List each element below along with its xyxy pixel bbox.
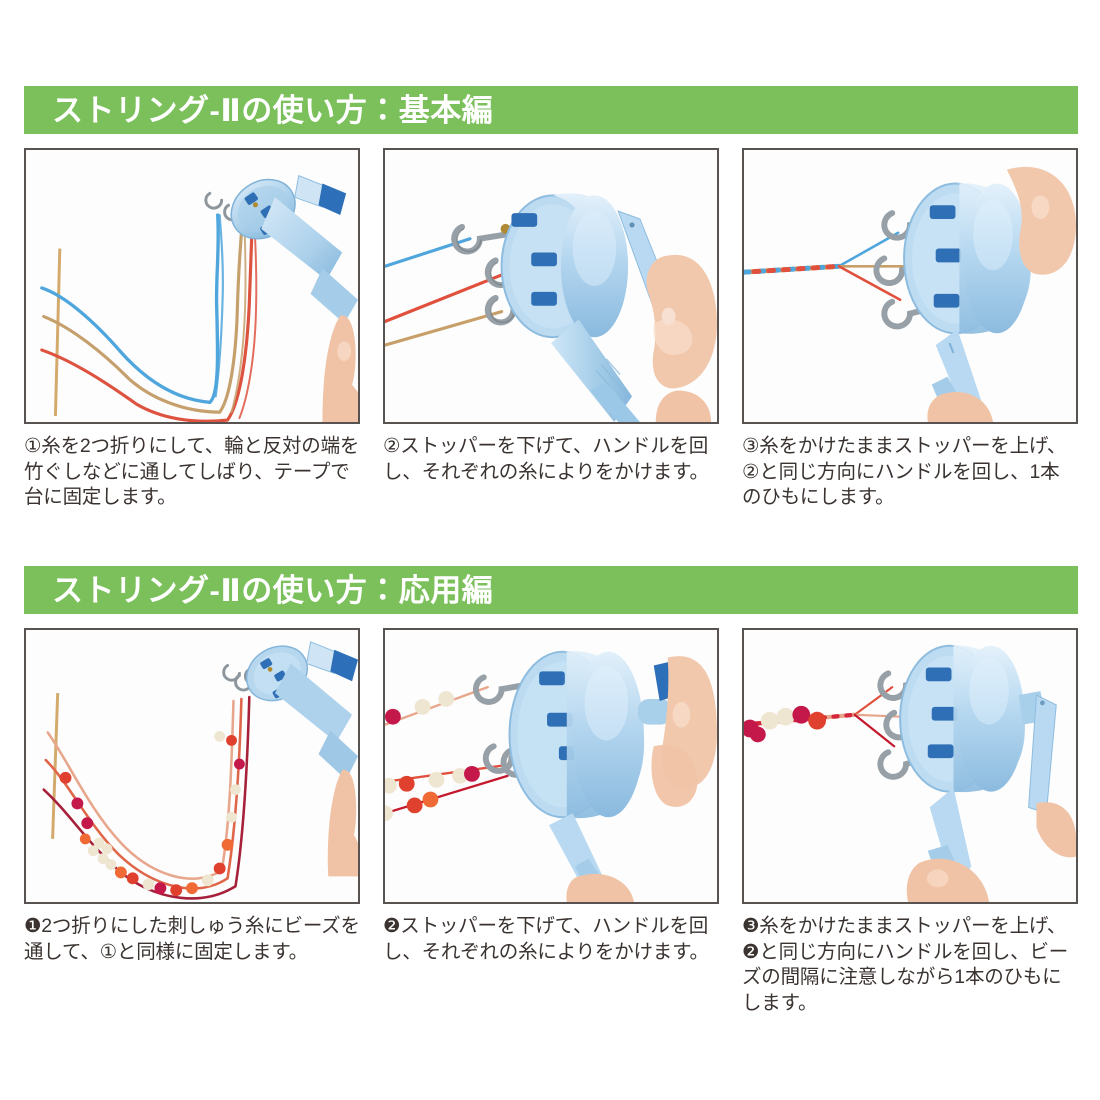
caption-applied-2: ❷ストッパーを下げて、ハンドルを回し、それぞれの糸によりをかけます。 bbox=[383, 915, 709, 963]
section-title-basic: ストリング-Ⅱの使い方：基本編 bbox=[52, 92, 494, 128]
section-title-bar-basic: ストリング-Ⅱの使い方：基本編 bbox=[24, 86, 1078, 134]
photo-applied-2 bbox=[383, 628, 719, 904]
caption-basic-2: ②ストッパーを下げて、ハンドルを回し、それぞれの糸によりをかけます。 bbox=[383, 435, 709, 483]
caption-applied-1: ❶2つ折りにした刺しゅう糸にビーズを通して、①と同様に固定します。 bbox=[24, 915, 360, 963]
panel-row-basic: ①糸を2つ折りにして、輪と反対の端を竹ぐしなどに通してしばり、テープで台に固定し… bbox=[24, 148, 1078, 511]
photo-basic-2 bbox=[383, 148, 719, 424]
section-basic: ストリング-Ⅱの使い方：基本編 bbox=[24, 86, 1078, 511]
photo-scene-threads-on-skewer bbox=[26, 150, 358, 422]
photo-applied-3 bbox=[742, 628, 1078, 904]
step-panel-applied-1: ❶2つ折りにした刺しゅう糸にビーズを通して、①と同様に固定します。 bbox=[24, 628, 360, 1017]
section-title-bar-applied: ストリング-Ⅱの使い方：応用編 bbox=[24, 566, 1078, 614]
step-panel-basic-3: ③糸をかけたままストッパーを上げ、②と同じ方向にハンドルを回し、1本のひもにしま… bbox=[742, 148, 1078, 511]
photo-scene-twisted-cord bbox=[744, 150, 1076, 422]
step-panel-basic-2: ②ストッパーを下げて、ハンドルを回し、それぞれの糸によりをかけます。 bbox=[383, 148, 719, 511]
section-title-applied: ストリング-Ⅱの使い方：応用編 bbox=[52, 572, 494, 608]
panel-row-applied: ❶2つ折りにした刺しゅう糸にビーズを通して、①と同様に固定します。 bbox=[24, 628, 1078, 1017]
photo-scene-beaded-threads-on-hooks bbox=[385, 630, 717, 902]
step-panel-applied-2: ❷ストッパーを下げて、ハンドルを回し、それぞれの糸によりをかけます。 bbox=[383, 628, 719, 1017]
step-panel-applied-3: ❸糸をかけたままストッパーを上げ、❷と同じ方向にハンドルを回し、ビーズの間隔に注… bbox=[742, 628, 1078, 1017]
photo-basic-1 bbox=[24, 148, 360, 424]
photo-scene-hooks-with-threads bbox=[385, 150, 717, 422]
caption-basic-3: ③糸をかけたままストッパーを上げ、②と同じ方向にハンドルを回し、1本のひもにしま… bbox=[742, 435, 1067, 509]
caption-basic-1: ①糸を2つ折りにして、輪と反対の端を竹ぐしなどに通してしばり、テープで台に固定し… bbox=[24, 435, 360, 509]
step-panel-basic-1: ①糸を2つ折りにして、輪と反対の端を竹ぐしなどに通してしばり、テープで台に固定し… bbox=[24, 148, 360, 511]
photo-basic-3 bbox=[742, 148, 1078, 424]
photo-scene-beaded-twisted-cord bbox=[744, 630, 1076, 902]
section-applied: ストリング-Ⅱの使い方：応用編 bbox=[24, 566, 1078, 1017]
photo-scene-beaded-threads-on-skewer bbox=[26, 630, 358, 902]
photo-applied-1 bbox=[24, 628, 360, 904]
caption-applied-3: ❸糸をかけたままストッパーを上げ、❷と同じ方向にハンドルを回し、ビーズの間隔に注… bbox=[742, 915, 1069, 1015]
